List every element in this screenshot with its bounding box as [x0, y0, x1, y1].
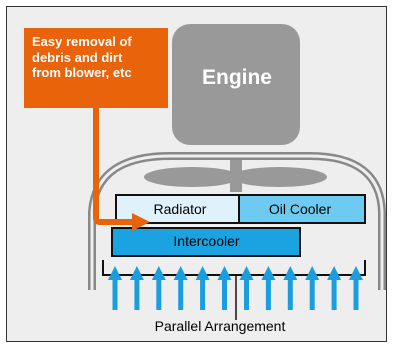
bracket-line — [102, 260, 366, 276]
oil-cooler-label: Oil Cooler — [268, 201, 332, 217]
airflow-arrow — [108, 266, 122, 310]
airflow-arrow — [151, 266, 166, 310]
callout-box: Easy removal of debris and dirt from blo… — [24, 28, 168, 108]
fan-blade-right — [231, 167, 327, 187]
airflow-arrows — [108, 266, 363, 310]
intercooler-box — [111, 227, 301, 257]
engine-label: Engine — [201, 66, 272, 89]
callout-line: debris and dirt — [32, 49, 123, 65]
callout-line: from blower, etc — [32, 65, 132, 80]
airflow-arrow — [217, 266, 232, 310]
intercooler-label: Intercooler — [173, 233, 240, 249]
airflow-arrow — [173, 266, 188, 310]
airflow-arrow — [327, 266, 342, 310]
airflow-arrow — [239, 266, 254, 310]
engine-block — [172, 24, 300, 145]
airflow-arrow — [129, 266, 144, 310]
airflow-arrow — [305, 266, 320, 310]
radiator-label: Radiator — [153, 201, 207, 217]
callout-arrow — [93, 105, 134, 225]
oil-cooler-box — [238, 194, 366, 224]
callout-line: Easy removal of — [32, 34, 132, 49]
fan-blade-left — [144, 167, 240, 187]
fan-hub — [230, 160, 242, 192]
airflow-arrow — [283, 266, 298, 310]
airflow-arrow — [261, 266, 276, 310]
airflow-arrow — [195, 266, 210, 310]
diagram-caption: Parallel Arrangement — [154, 318, 286, 334]
callout-arrow-head — [132, 213, 150, 231]
airflow-arrow — [349, 266, 363, 310]
